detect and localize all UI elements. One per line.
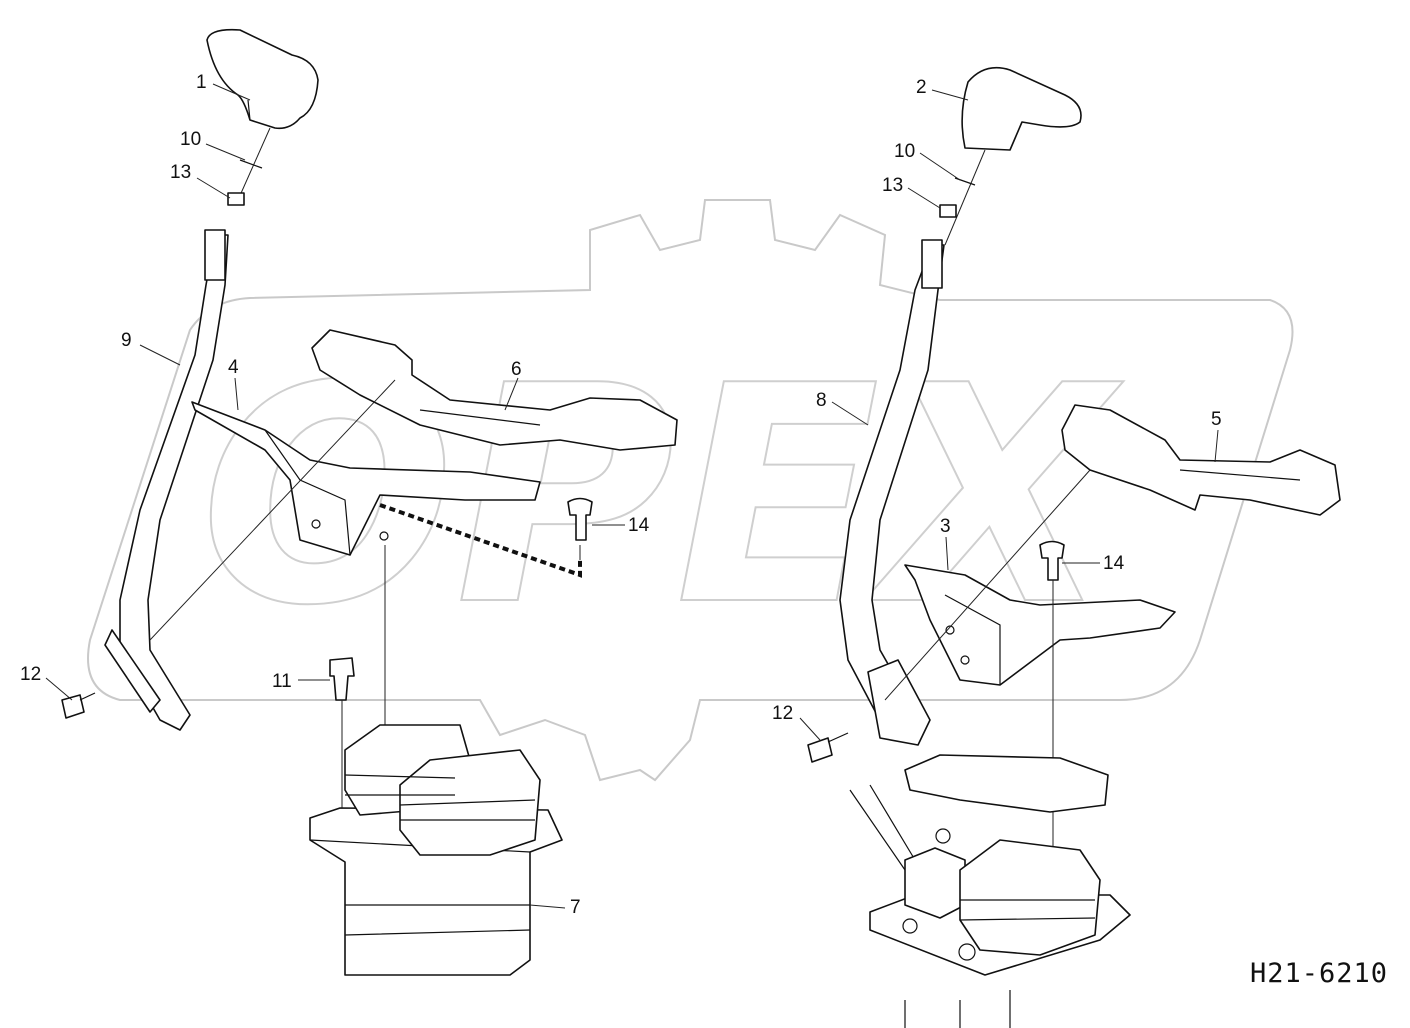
callout-10-left: 10 xyxy=(180,129,202,150)
pedal-5 xyxy=(1061,404,1341,516)
callout-6: 6 xyxy=(511,359,522,380)
callout-11: 11 xyxy=(272,671,292,692)
pedal-6 xyxy=(311,329,678,451)
left-lever-assembly xyxy=(61,28,678,976)
knob-1 xyxy=(206,28,319,130)
callout-9: 9 xyxy=(121,330,132,351)
callout-14-left: 14 xyxy=(628,515,650,536)
callout-12-right: 12 xyxy=(772,703,794,724)
callout-1: 1 xyxy=(196,72,207,93)
callout-8: 8 xyxy=(816,390,827,411)
bolt-14-right xyxy=(1039,540,1065,581)
callout-13-left: 13 xyxy=(170,162,192,183)
nut-13-left xyxy=(227,192,245,206)
callout-10-right: 10 xyxy=(894,141,916,162)
callout-13-right: 13 xyxy=(882,175,904,196)
knob-2 xyxy=(961,66,1082,151)
callout-5: 5 xyxy=(1211,409,1222,430)
callout-7: 7 xyxy=(570,897,581,918)
callout-14-right: 14 xyxy=(1103,553,1125,574)
bolt-14-left xyxy=(567,497,593,541)
nut-13-right xyxy=(939,204,957,218)
leader-lines xyxy=(45,83,1219,909)
callout-12-left: 12 xyxy=(20,664,42,685)
bolt-12-right xyxy=(807,737,833,763)
bolt-12-left xyxy=(61,694,85,719)
lever-9 xyxy=(119,234,229,731)
bolt-11 xyxy=(329,657,355,701)
callout-2: 2 xyxy=(916,77,927,98)
callout-3: 3 xyxy=(940,516,951,537)
bracket-4 xyxy=(191,401,541,556)
right-lever-assembly xyxy=(807,66,1341,1028)
drawing-number: H21-6210 xyxy=(1250,958,1389,989)
bracket-3 xyxy=(904,564,1176,686)
watermark: OPEX xyxy=(87,199,1294,782)
callout-4: 4 xyxy=(228,357,239,378)
